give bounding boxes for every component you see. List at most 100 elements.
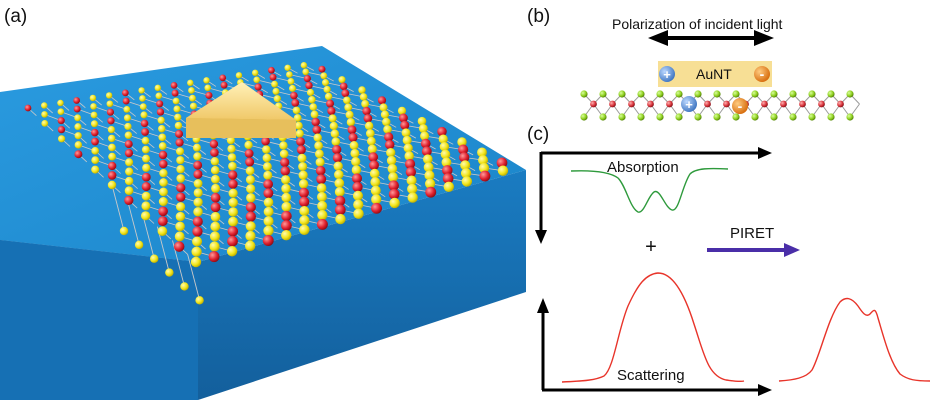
- chalcogen-atom: [694, 113, 702, 121]
- sulfur-atom: [174, 121, 183, 130]
- sulfur-atom: [407, 192, 418, 203]
- sulfur-atom: [173, 105, 181, 113]
- metal-atom: [332, 145, 342, 155]
- metal-atom: [245, 211, 256, 222]
- metal-atom: [170, 82, 178, 89]
- substrate-front: [0, 240, 198, 400]
- metal-atom: [157, 216, 168, 227]
- sulfur-atom: [478, 155, 489, 166]
- sulfur-atom: [308, 95, 316, 104]
- metal-atom: [837, 100, 844, 108]
- sulfur-atom: [423, 162, 434, 173]
- metal-atom: [210, 202, 221, 213]
- minus-charge-icon: -: [754, 66, 770, 82]
- sulfur-atom: [139, 95, 146, 102]
- sulfur-atom: [370, 185, 381, 196]
- sulfur-atom: [387, 164, 398, 174]
- sulfur-atom: [335, 213, 346, 225]
- sulfur-atom: [359, 93, 368, 101]
- sulfur-atom: [90, 111, 98, 119]
- lattice-edge-bond: [187, 254, 201, 301]
- sulfur-atom: [351, 165, 362, 175]
- sulfur-atom: [106, 100, 114, 108]
- sulfur-atom: [174, 113, 182, 121]
- sulfur-atom: [159, 178, 168, 187]
- sulfur-atom: [90, 103, 97, 110]
- sulfur-atom: [306, 88, 315, 97]
- metal-atom: [780, 100, 787, 108]
- sulfur-atom: [41, 111, 48, 118]
- sulfur-atom: [424, 170, 435, 181]
- sulfur-atom: [187, 79, 194, 87]
- sulfur-atom: [299, 206, 310, 216]
- metal-atom: [73, 105, 81, 113]
- metal-atom: [107, 117, 115, 125]
- sulfur-atom: [91, 165, 100, 174]
- sulfur-atom: [302, 68, 309, 76]
- sulfur-atom: [369, 168, 380, 179]
- panel-a: (a): [0, 6, 526, 400]
- sulfur-atom: [349, 141, 359, 150]
- metal-atom: [628, 100, 635, 108]
- chalcogen-atom: [770, 113, 778, 121]
- sulfur-atom: [388, 172, 398, 183]
- metal-atom: [305, 81, 313, 90]
- aunt-particle: [658, 61, 772, 87]
- chalcogen-atom: [713, 113, 721, 121]
- sulfur-atom: [107, 125, 115, 134]
- sulfur-atom: [366, 136, 376, 146]
- metal-atom: [316, 218, 328, 230]
- sulfur-atom: [286, 71, 293, 78]
- sulfur-atom: [382, 117, 391, 127]
- metal-atom: [405, 167, 417, 178]
- sulfur-atom: [211, 174, 220, 184]
- metal-atom: [219, 74, 227, 82]
- sulfur-atom: [383, 125, 392, 134]
- sulfur-atom: [158, 125, 166, 133]
- sulfur-atom: [351, 157, 361, 167]
- metal-atom: [332, 153, 343, 163]
- sulfur-atom: [299, 224, 310, 235]
- metal-atom: [245, 157, 255, 167]
- sulfur-atom: [57, 108, 65, 116]
- sulfur-atom: [176, 202, 186, 212]
- metal-atom: [280, 166, 290, 176]
- minus-charge-icon: -: [732, 98, 748, 114]
- panel-b-label: (b): [527, 6, 550, 27]
- sulfur-atom: [134, 240, 144, 250]
- sulfur-atom: [314, 141, 323, 151]
- sulfur-atom: [141, 145, 150, 154]
- sulfur-atom: [441, 157, 452, 168]
- sulfur-atom: [204, 84, 212, 92]
- sulfur-atom: [108, 143, 116, 152]
- sulfur-atom: [317, 200, 328, 211]
- metal-atom: [761, 100, 768, 108]
- sulfur-atom: [298, 170, 308, 180]
- sulfur-atom: [330, 129, 340, 138]
- sulfur-atom: [263, 206, 274, 217]
- sulfur-atom: [105, 92, 113, 99]
- sulfur-atom: [299, 215, 310, 226]
- svg-text:+: +: [663, 67, 671, 82]
- metal-atom: [210, 192, 221, 203]
- sulfur-atom: [300, 62, 308, 69]
- lattice-edge-bond: [111, 184, 125, 232]
- chalcogen-atom: [656, 113, 664, 121]
- sulfur-atom: [124, 131, 133, 139]
- sulfur-atom: [422, 154, 433, 164]
- sulfur-atom: [252, 69, 259, 77]
- metal-atom: [175, 138, 184, 147]
- sulfur-atom: [119, 226, 129, 236]
- chalcogen-atom: [789, 113, 797, 121]
- metal-atom: [124, 149, 134, 158]
- sulfur-atom: [443, 181, 454, 192]
- sulfur-atom: [315, 157, 325, 167]
- metal-atom: [369, 160, 379, 171]
- metal-atom: [158, 150, 168, 160]
- sulfur-atom: [292, 106, 301, 115]
- chalcogen-atom: [751, 113, 759, 121]
- metal-atom: [124, 195, 134, 206]
- sulfur-atom: [380, 110, 390, 119]
- sulfur-atom: [294, 121, 303, 130]
